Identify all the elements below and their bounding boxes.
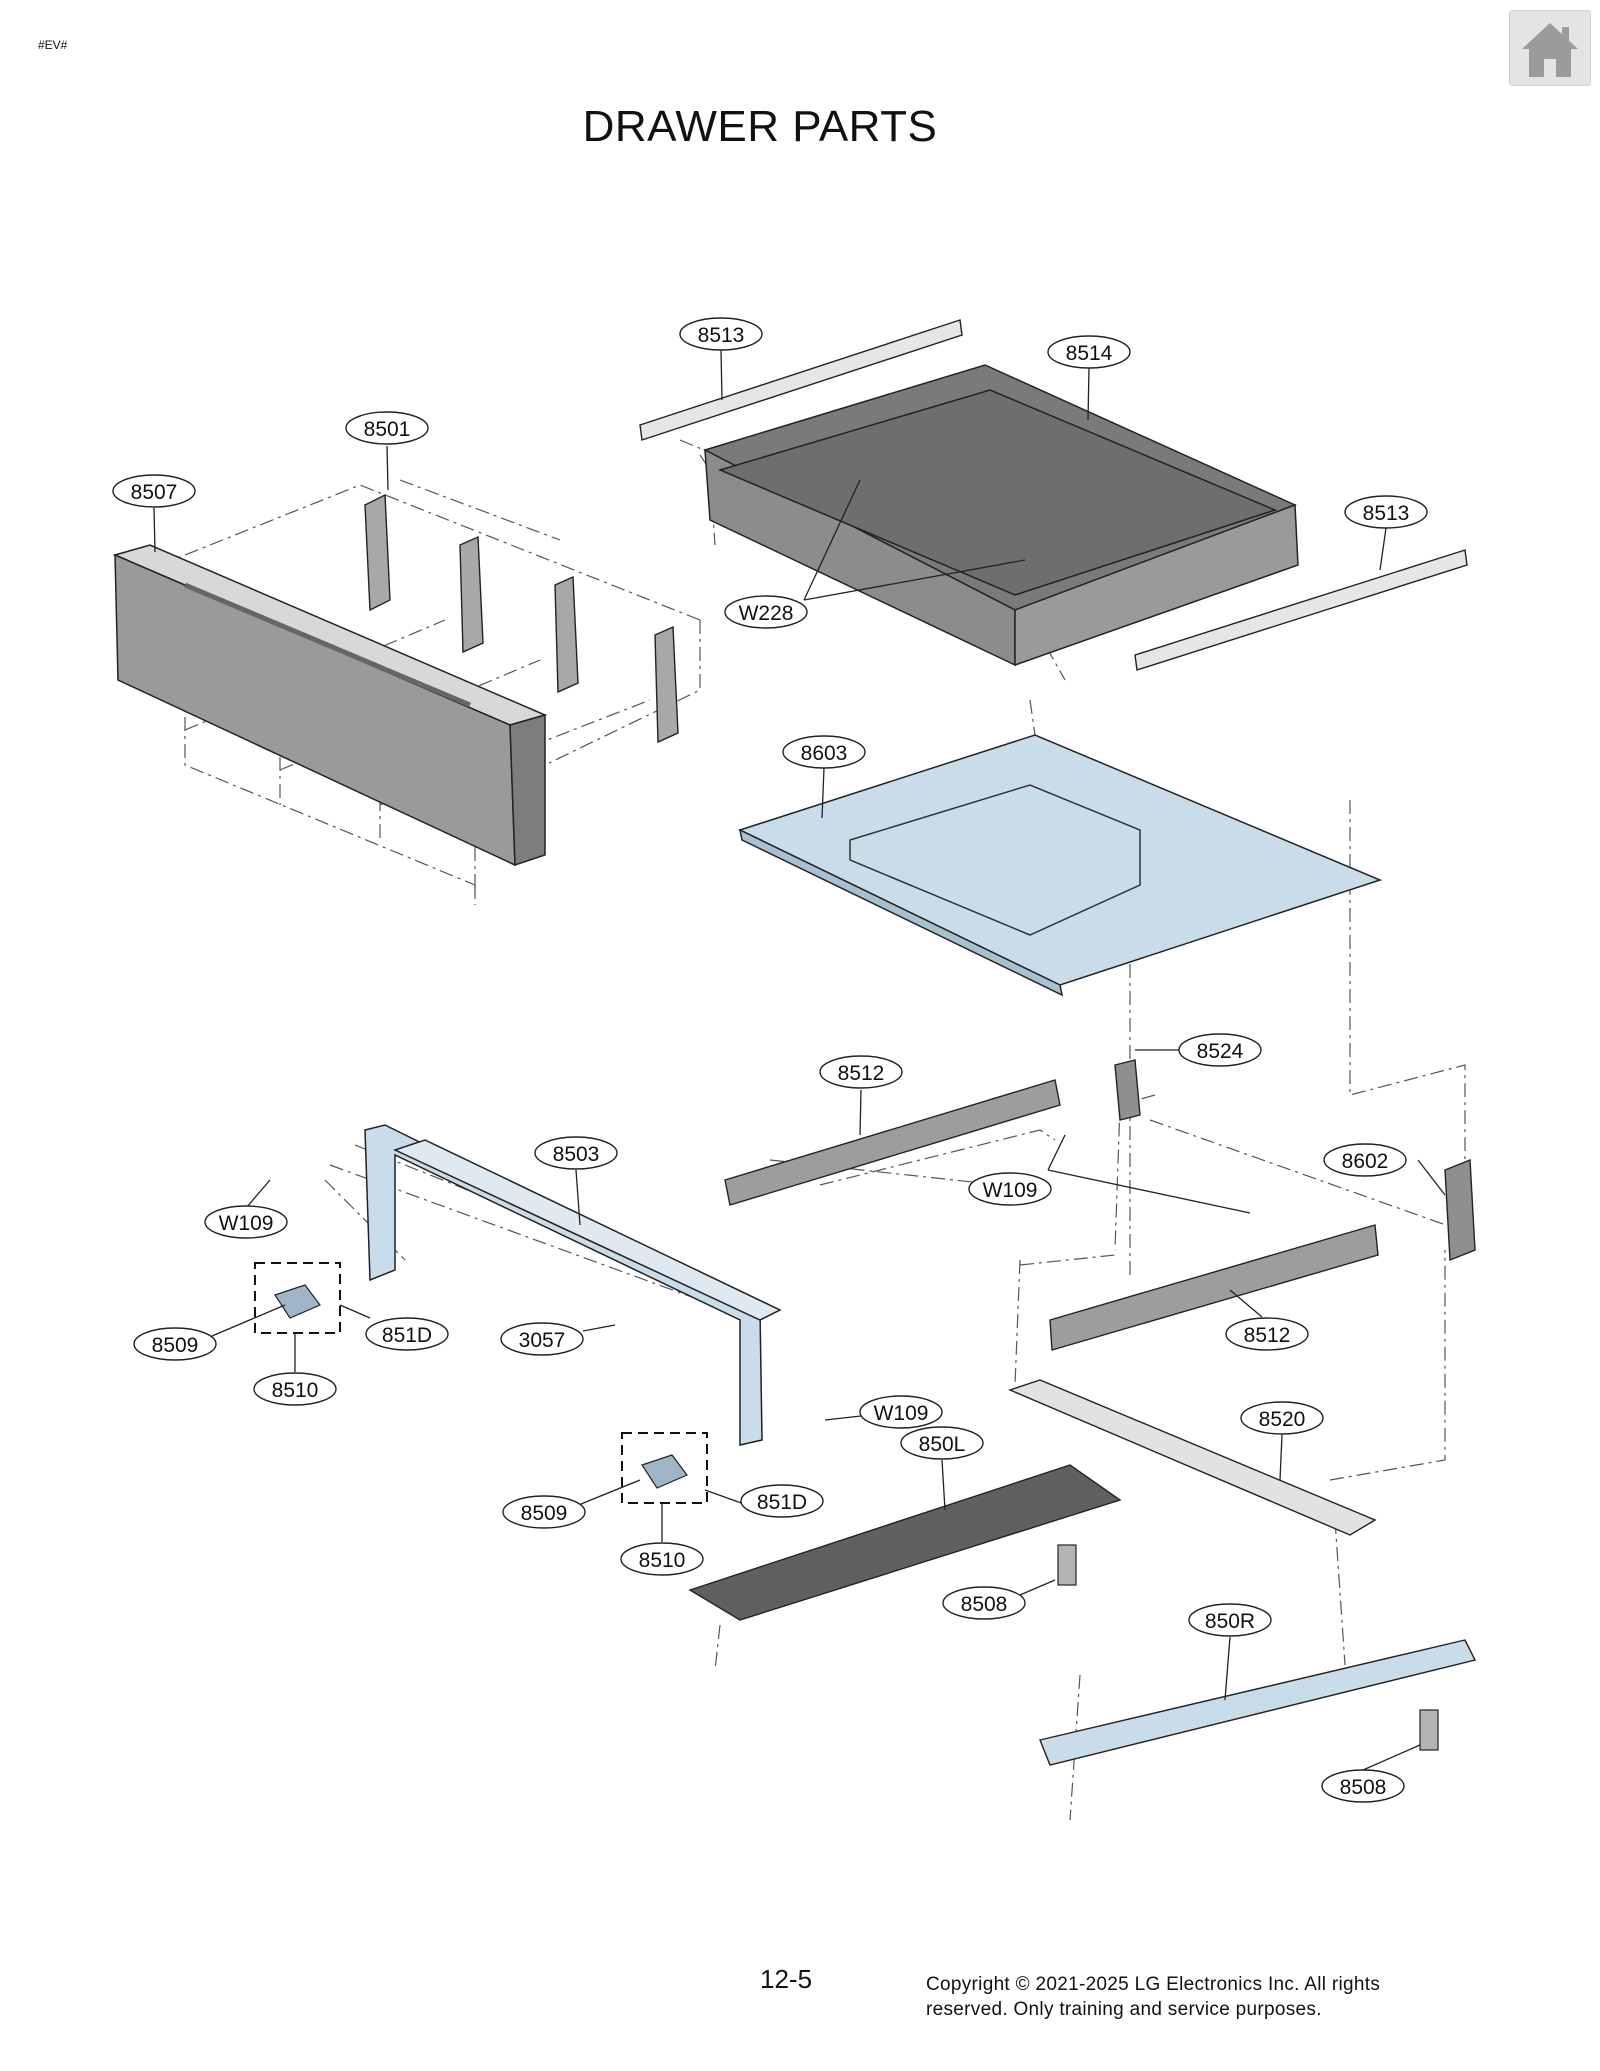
callout-8509-left: 8509 [133, 1327, 217, 1361]
svg-text:8603: 8603 [801, 742, 848, 765]
callout-W109-left: W109 [204, 1205, 288, 1239]
latch-assemblies [274, 1284, 688, 1489]
svg-text:8602: 8602 [1342, 1150, 1389, 1173]
svg-text:8513: 8513 [698, 324, 745, 347]
svg-text:8501: 8501 [364, 418, 411, 441]
svg-text:W109: W109 [983, 1179, 1038, 1202]
svg-text:W228: W228 [739, 602, 794, 625]
svg-text:W109: W109 [874, 1402, 929, 1425]
svg-text:8510: 8510 [639, 1549, 686, 1572]
side-brackets [1114, 1059, 1476, 1262]
callout-8508-right: 8508 [1321, 1769, 1405, 1803]
drawer-front-panel [112, 544, 548, 867]
svg-text:8510: 8510 [272, 1379, 319, 1402]
svg-text:8509: 8509 [521, 1502, 568, 1525]
header-tag: #EV# [38, 38, 68, 52]
leader-lines [153, 349, 1446, 1771]
svg-text:8513: 8513 [1363, 502, 1410, 525]
front-frame [364, 1124, 782, 1446]
callout-8514: 8514 [1047, 335, 1131, 369]
callout-W109-middle: W109 [968, 1172, 1052, 1206]
svg-text:8507: 8507 [131, 481, 178, 504]
svg-text:8508: 8508 [961, 1593, 1008, 1616]
callout-W109-lower: W109 [859, 1395, 943, 1429]
callout-W228: W228 [724, 595, 808, 629]
callout-850R: 850R [1188, 1603, 1272, 1637]
callout-8512-upper: 8512 [819, 1055, 903, 1089]
copyright-line-2: reserved. Only training and service purp… [926, 1999, 1322, 2020]
callout-8510-right: 8510 [620, 1542, 704, 1576]
drawer-tub [703, 364, 1299, 667]
svg-text:851D: 851D [757, 1491, 807, 1514]
callout-8509-right: 8509 [502, 1495, 586, 1529]
svg-text:8520: 8520 [1259, 1408, 1306, 1431]
front-brackets [364, 493, 679, 744]
svg-text:850L: 850L [919, 1433, 966, 1456]
upper-slide-rails [639, 319, 1468, 671]
callout-8524: 8524 [1178, 1033, 1262, 1067]
svg-text:8508: 8508 [1340, 1776, 1387, 1799]
callout-8602: 8602 [1323, 1143, 1407, 1177]
callout-8603: 8603 [782, 735, 866, 769]
svg-text:8512: 8512 [1244, 1324, 1291, 1347]
copyright-notice: Copyright © 2021-2025 LG Electronics Inc… [926, 1972, 1446, 2022]
svg-text:850R: 850R [1205, 1610, 1255, 1633]
callout-8508-middle: 8508 [942, 1586, 1026, 1620]
svg-text:8524: 8524 [1197, 1040, 1244, 1063]
callout-3057: 3057 [500, 1322, 584, 1356]
callout-851D-left: 851D [365, 1317, 449, 1351]
callout-8510-left: 8510 [253, 1372, 337, 1406]
leveling-feet [1057, 1544, 1439, 1751]
home-icon [1522, 23, 1578, 77]
callout-8513-top: 8513 [679, 317, 763, 351]
lower-slide-rails [724, 1079, 1379, 1351]
callout-8520: 8520 [1240, 1401, 1324, 1435]
drawer-bottom-panel [737, 734, 1383, 997]
svg-text:8509: 8509 [152, 1334, 199, 1357]
svg-text:8514: 8514 [1066, 342, 1113, 365]
callout-851D-right: 851D [740, 1484, 824, 1518]
svg-text:8503: 8503 [553, 1143, 600, 1166]
svg-text:W109: W109 [219, 1212, 274, 1235]
callout-850L: 850L [900, 1426, 984, 1460]
copyright-line-1: Copyright © 2021-2025 LG Electronics Inc… [926, 1974, 1381, 1995]
callout-8512-lower: 8512 [1225, 1317, 1309, 1351]
latch-boxes [254, 1262, 708, 1504]
callout-8503: 8503 [534, 1136, 618, 1170]
support-rail [1008, 1379, 1377, 1536]
home-button[interactable] [1509, 10, 1591, 86]
callout-8507: 8507 [112, 474, 196, 508]
svg-text:3057: 3057 [519, 1329, 566, 1352]
right-slide [1039, 1639, 1477, 1766]
page-number: 12-5 [760, 1964, 813, 1994]
svg-text:851D: 851D [382, 1324, 432, 1347]
callout-8501: 8501 [345, 411, 429, 445]
callout-labels: 8513 8514 8501 8507 8513 W228 8603 8524 [112, 317, 1428, 1803]
svg-text:8512: 8512 [838, 1062, 885, 1085]
left-slide [688, 1464, 1122, 1621]
callout-8513-right: 8513 [1344, 495, 1428, 529]
page-title: DRAWER PARTS [582, 102, 938, 151]
